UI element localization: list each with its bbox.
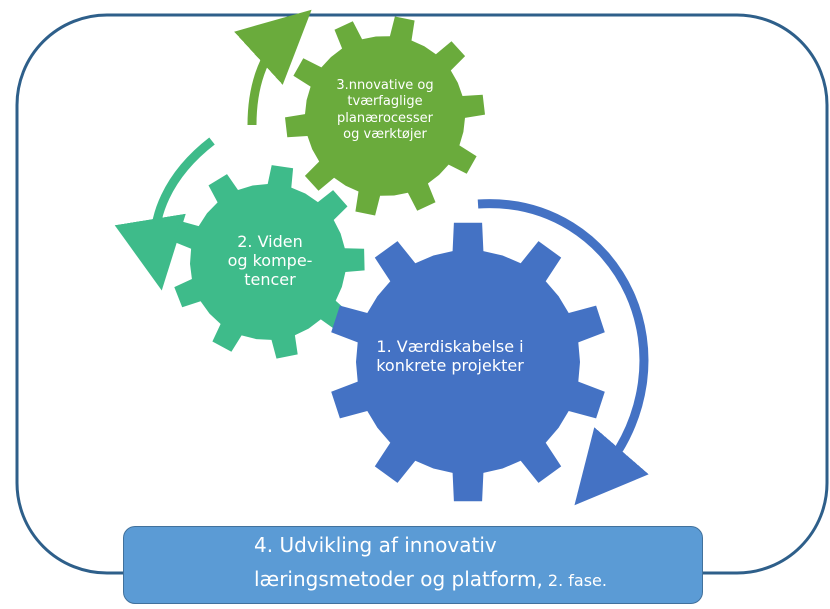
gear-1 xyxy=(331,222,605,502)
gear-3-label: 3.nnovative og tværfaglige planærocesser… xyxy=(295,78,475,143)
cycle-arrow-blue xyxy=(477,199,649,506)
gear-2-label-line2: og kompe- xyxy=(227,251,313,271)
gear-3-label-line2: tværfaglige xyxy=(347,94,423,110)
banner-line2-main: læringsmetoder og platform, xyxy=(254,567,543,591)
gear-3-label-line1: 3.nnovative og xyxy=(336,78,434,93)
gear-1-label-line1: 1. Værdiskabelse i xyxy=(376,337,524,356)
gear-2-label: 2. Viden og kompe- tencer xyxy=(175,232,365,290)
gear-1-label-line2: konkrete projekter xyxy=(376,356,524,376)
gear-3-label-line4: og værktøjer xyxy=(343,126,427,142)
banner-line1: 4. Udvikling af innovativ xyxy=(254,533,497,557)
gear-3 xyxy=(285,16,485,216)
gear-1-label: 1. Værdiskabelse i konkrete projekter xyxy=(330,337,570,375)
phase-banner: 4. Udvikling af innovativ læringsmetoder… xyxy=(123,526,703,604)
cycle-arrow-teal xyxy=(114,137,215,291)
gear-2-label-line1: 2. Viden xyxy=(237,232,303,251)
gear-2 xyxy=(173,165,365,359)
banner-line2: læringsmetoder og platform, 2. fase. xyxy=(254,567,607,591)
gear-2-label-line3: tencer xyxy=(244,270,296,290)
banner-line2-suffix: 2. fase. xyxy=(542,571,607,590)
cycle-arrow-green xyxy=(234,9,312,126)
gear-3-label-line3: planærocesser xyxy=(337,110,433,126)
